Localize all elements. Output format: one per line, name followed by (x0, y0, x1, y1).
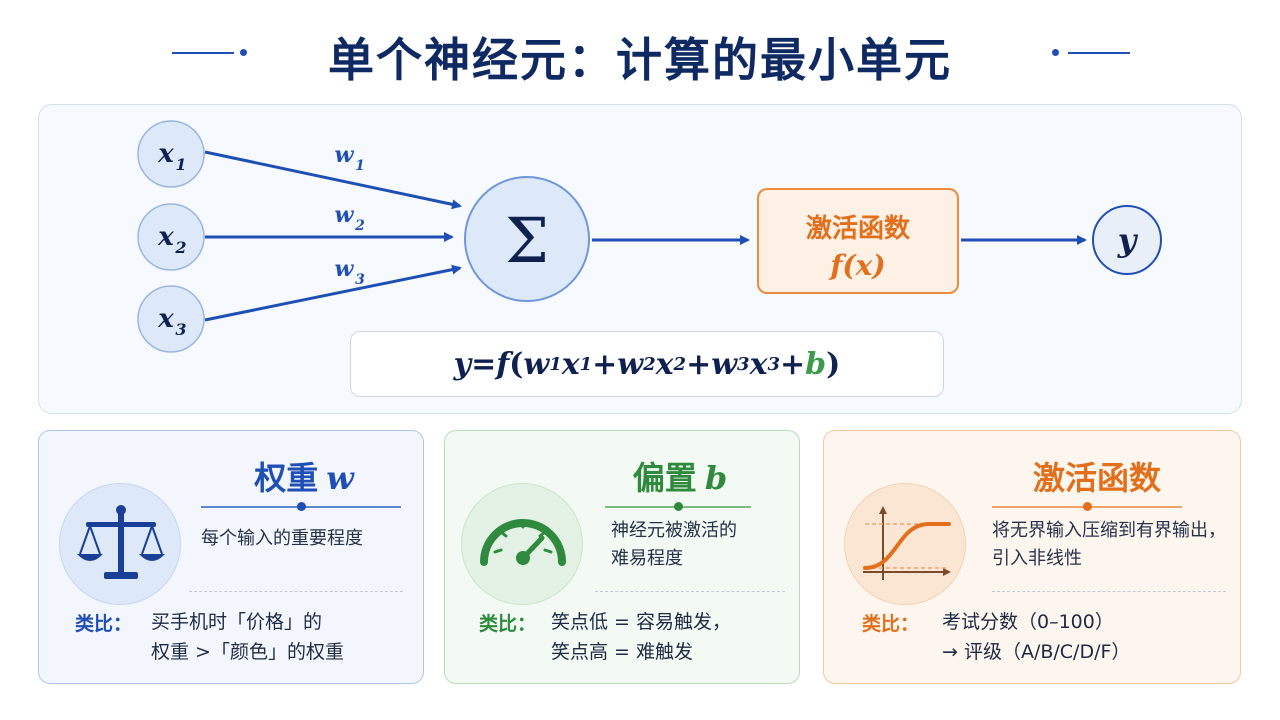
input-var: x (157, 222, 174, 252)
weight-sub: 1 (355, 158, 365, 174)
weight-label-w1: w 1 (335, 142, 365, 174)
input-sub: 3 (175, 320, 186, 339)
formula-term: x (561, 346, 580, 382)
activation-function-box: 激活函数 f(x) (757, 188, 959, 294)
formula-plus: + (592, 346, 618, 382)
sum-symbol: Σ (505, 204, 549, 277)
title-row: 单个神经元：计算的最小单元 (0, 18, 1280, 87)
bias-divider (595, 591, 785, 592)
activation-analogy-label: 类比： (862, 613, 920, 635)
weight-sub: 3 (355, 272, 365, 288)
activation-title-dot (1083, 502, 1092, 511)
formula-term: w (617, 346, 644, 382)
input-var: x (157, 304, 174, 334)
weight-analogy-text: 买手机时「价格」的 权重 >「颜色」的权重 (151, 611, 344, 663)
input-sub: 1 (175, 155, 186, 174)
input-node-x2: x 2 (137, 203, 205, 271)
formula-term: w (523, 346, 550, 382)
formula-sub: 1 (549, 353, 562, 375)
formula-eq: = (471, 346, 497, 382)
input-node-x1: x 1 (137, 120, 205, 188)
bias-analogy-text: 笑点低 = 容易触发， 笑点高 = 难触发 (551, 611, 731, 663)
activation-box-fx: f(x) (830, 249, 886, 282)
weight-arrow-1 (204, 150, 462, 210)
formula-sub: 3 (737, 353, 750, 375)
formula-open-paren: ( (509, 346, 524, 382)
formula-plus: + (686, 346, 712, 382)
input-node-x3: x 3 (137, 285, 205, 353)
title-right-dot (1052, 49, 1059, 56)
activation-analogy-text: 考试分数（0–100） → 评级（A/B/C/D/F） (942, 611, 1131, 663)
activation-card: 激活函数 将无界输入压缩到有界输出， 引入非线性 类比： 考试分数（0–100）… (823, 430, 1241, 684)
activation-box-title: 激活函数 (805, 214, 910, 244)
weight-var: w (335, 142, 355, 168)
formula-bias: b (805, 346, 827, 382)
weight-description: 每个输入的重要程度 (201, 528, 363, 549)
neuron-diagram: x 1 x 2 x 3 w 1 w 2 w 3 Σ y (137, 120, 1162, 353)
bias-analogy-label: 类比： (479, 613, 537, 635)
output-symbol: y (1117, 221, 1139, 259)
formula-term: x (749, 346, 768, 382)
weight-var: w (335, 256, 355, 282)
formula-term: w (711, 346, 738, 382)
formula-f: f (496, 346, 510, 382)
weight-title-dot (297, 502, 306, 511)
bias-title-dot (674, 502, 683, 511)
formula-sub: 2 (643, 353, 656, 375)
input-sub: 2 (174, 238, 186, 257)
formula-sub: 1 (579, 353, 593, 375)
weight-sub: 2 (354, 218, 365, 234)
weight-var: w (335, 202, 355, 228)
formula-close-paren: ) (826, 346, 841, 382)
gauge-icon (461, 483, 583, 605)
input-var: x (157, 139, 174, 169)
formula-sub: 3 (767, 353, 780, 375)
balance-scale-icon (59, 483, 181, 605)
weight-divider (189, 591, 403, 592)
formula-sub: 2 (673, 353, 687, 375)
title-left-line (172, 52, 234, 54)
formula-plus: + (779, 346, 806, 382)
sigmoid-curve-icon (844, 483, 966, 605)
output-node: y (1092, 205, 1162, 275)
activation-description: 将无界输入压缩到有界输出， 引入非线性 (992, 520, 1226, 569)
title-left-dot (240, 49, 247, 56)
formula-y: y (453, 346, 472, 382)
page-title: 单个神经元：计算的最小单元 (328, 33, 952, 87)
activation-card-title: 激活函数 (1032, 459, 1161, 497)
weight-arrow-3 (204, 264, 462, 322)
weight-analogy-label: 类比： (75, 613, 133, 635)
activation-divider (992, 591, 1226, 592)
weight-label-w3: w 3 (335, 256, 366, 288)
formula-term: x (655, 346, 674, 382)
sum-node: Σ (464, 176, 590, 302)
title-right-line (1068, 52, 1130, 54)
weight-label-w2: w 2 (335, 202, 366, 234)
bias-description: 神经元被激活的 难易程度 (611, 520, 737, 569)
